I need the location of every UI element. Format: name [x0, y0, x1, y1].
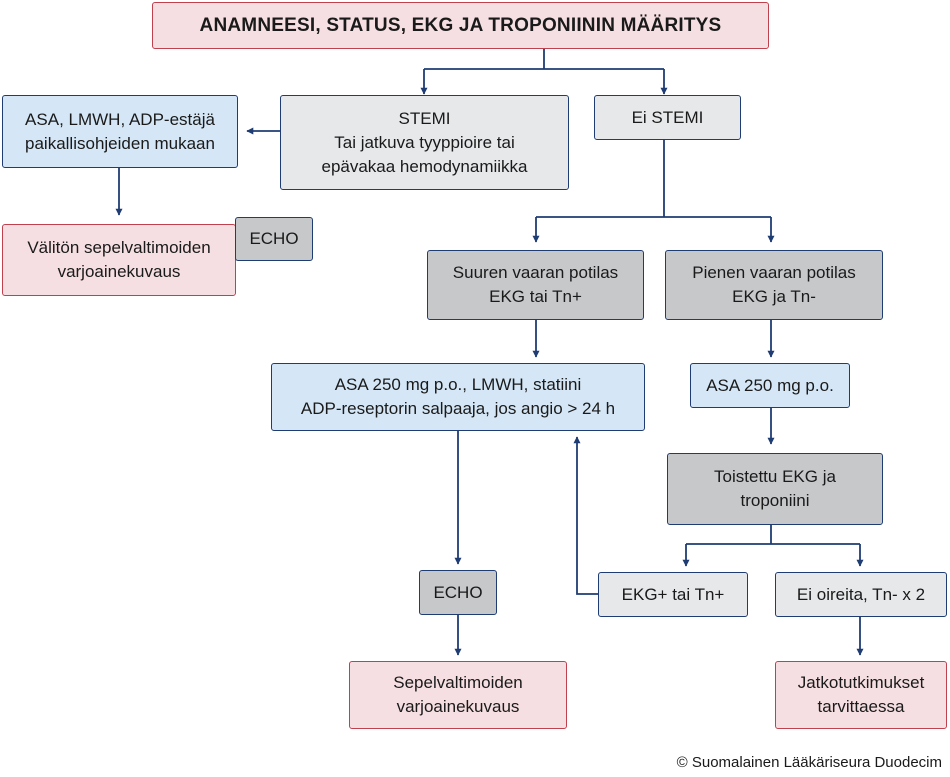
node-valiton-line-1: Välitön sepelvaltimoiden — [27, 238, 211, 257]
connector-ei-stemi-split — [536, 140, 771, 218]
node-jatkotutkimukset-line-1: Jatkotutkimukset — [797, 673, 925, 692]
node-valiton: Välitön sepelvaltimoiden varjoainekuvaus — [2, 224, 236, 296]
node-asa-lmwh-line-1: ASA, LMWH, ADP-estäjä — [25, 109, 215, 129]
node-asa250: ASA 250 mg p.o. — [690, 363, 850, 408]
node-pienen-vaaran: Pienen vaaran potilas EKG ja Tn- — [665, 250, 883, 320]
node-stemi-line-2: Tai jatkuva tyyppioire tai — [334, 132, 515, 152]
arrow-ekg-plus-to-asa250-stat — [573, 436, 598, 595]
node-toistettu-line-1: Toistettu EKG ja — [714, 467, 836, 486]
node-ei-stemi-line-1: Ei STEMI — [631, 107, 704, 127]
node-asa-lmwh-line-2: paikallisohjeiden mukaan — [25, 133, 215, 153]
node-asa250-statiini-line-2: ADP-reseptorin salpaaja, jos angio > 24 … — [300, 399, 616, 418]
node-asa250-statiini-line-1: ASA 250 mg p.o., LMWH, statiini — [334, 375, 582, 394]
node-anamneesi: ANAMNEESI, STATUS, EKG JA TROPONIININ MÄ… — [152, 2, 769, 49]
node-ei-oireita: Ei oireita, Tn- x 2 — [775, 572, 947, 617]
node-stemi-line-3: epävakaa hemodynamiikka — [321, 156, 528, 176]
node-suuren-vaaran-line-1: Suuren vaaran potilas — [452, 263, 619, 282]
node-asa-lmwh: ASA, LMWH, ADP-estäjä paikallisohjeiden … — [2, 95, 238, 168]
node-suuren-vaaran: Suuren vaaran potilas EKG tai Tn+ — [427, 250, 644, 320]
connector-toistettu-split — [686, 525, 860, 545]
node-pienen-vaaran-line-2: EKG ja Tn- — [732, 287, 816, 306]
node-ei-oireita-line-1: Ei oireita, Tn- x 2 — [796, 584, 926, 604]
node-ekg-plus-line-1: EKG+ tai Tn+ — [621, 584, 725, 604]
connector-top-split — [424, 49, 664, 70]
node-echo-bottom: ECHO — [419, 570, 497, 615]
node-valiton-line-2: varjoainekuvaus — [57, 262, 181, 281]
node-sepelvaltimoiden-line-2: varjoainekuvaus — [396, 697, 520, 716]
node-echo-top-line-1: ECHO — [249, 229, 299, 248]
node-stemi-line-1: STEMI — [398, 108, 451, 128]
node-pienen-vaaran-line-1: Pienen vaaran potilas — [692, 263, 856, 282]
node-sepelvaltimoiden: Sepelvaltimoiden varjoainekuvaus — [349, 661, 567, 729]
node-jatkotutkimukset: Jatkotutkimukset tarvittaessa — [775, 661, 947, 729]
node-stemi: STEMI Tai jatkuva tyyppioire tai epävaka… — [280, 95, 569, 190]
node-toistettu-line-2: troponiini — [740, 491, 810, 510]
copyright-text: © Suomalainen Lääkäriseura Duodecim — [676, 754, 942, 771]
node-suuren-vaaran-line-2: EKG tai Tn+ — [489, 287, 582, 306]
node-ekg-plus: EKG+ tai Tn+ — [598, 572, 748, 617]
node-anamneesi-line-1: ANAMNEESI, STATUS, EKG JA TROPONIININ MÄ… — [199, 14, 722, 36]
node-asa250-line-1: ASA 250 mg p.o. — [706, 375, 834, 395]
node-sepelvaltimoiden-line-1: Sepelvaltimoiden — [393, 673, 523, 692]
node-echo-bottom-line-1: ECHO — [433, 582, 483, 602]
node-echo-top: ECHO — [235, 217, 313, 261]
node-asa250-statiini: ASA 250 mg p.o., LMWH, statiini ADP-rese… — [271, 363, 645, 431]
node-toistettu: Toistettu EKG ja troponiini — [667, 453, 883, 525]
node-jatkotutkimukset-line-2: tarvittaessa — [817, 697, 905, 716]
node-ei-stemi: Ei STEMI — [594, 95, 741, 140]
